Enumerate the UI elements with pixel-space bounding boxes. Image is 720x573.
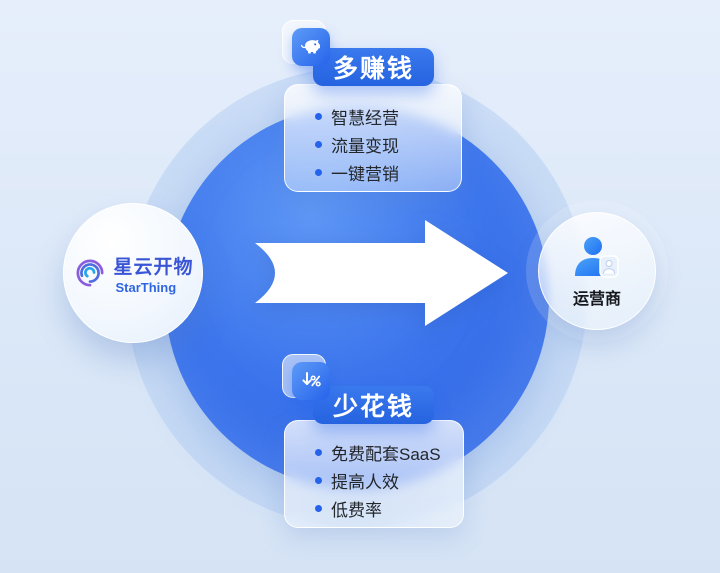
- starthing-swirl-icon: [77, 259, 104, 287]
- bullet-dot: [315, 168, 322, 176]
- bullet-dot: [315, 504, 322, 512]
- operator-label: 运营商: [572, 290, 621, 308]
- list-item: 流量变现: [315, 130, 451, 158]
- starthing-logo-node: 星云开物 StarThing: [63, 203, 203, 343]
- benefit-panel-top: 智慧经营 流量变现 一键营销: [284, 84, 462, 192]
- list-item-label: 流量变现: [331, 136, 399, 156]
- list-item-label: 一键营销: [331, 164, 399, 184]
- list-item-label: 提高人效: [331, 472, 399, 492]
- benefit-list-bottom: 免费配套SaaS 提高人效 低费率: [285, 421, 463, 522]
- flow-arrow-icon: [255, 220, 508, 326]
- logo-title: 星云开物: [113, 256, 194, 278]
- bullet-dot: [315, 448, 322, 456]
- benefit-list-top: 智慧经营 流量变现 一键营销: [285, 85, 461, 186]
- logo-subtitle: StarThing: [115, 279, 177, 295]
- bottom-card-title: 少花钱: [333, 393, 415, 421]
- operator-node: 运营商: [538, 212, 656, 330]
- bottom-card-title-badge: 少花钱: [313, 386, 435, 424]
- list-item: 免费配套SaaS: [315, 438, 453, 466]
- top-card-title-badge: 多赚钱: [313, 48, 435, 86]
- list-item: 智慧经营: [315, 102, 451, 130]
- list-item-label: 低费率: [331, 500, 382, 520]
- bullet-dot: [315, 476, 322, 484]
- bullet-dot: [315, 112, 322, 120]
- logo: 星云开物 StarThing: [72, 252, 193, 295]
- list-item-label: 免费配套SaaS: [331, 444, 441, 464]
- list-item: 低费率: [315, 494, 453, 522]
- benefit-panel-bottom: 免费配套SaaS 提高人效 低费率: [284, 420, 464, 528]
- discount-down-icon: [292, 362, 330, 400]
- list-item-label: 智慧经营: [331, 108, 399, 128]
- operator-person-icon: [575, 236, 619, 278]
- bullet-dot: [315, 140, 322, 148]
- piggy-bank-icon: [292, 28, 330, 66]
- list-item: 提高人效: [315, 466, 453, 494]
- list-item: 一键营销: [315, 158, 451, 186]
- top-card-title: 多赚钱: [333, 55, 415, 83]
